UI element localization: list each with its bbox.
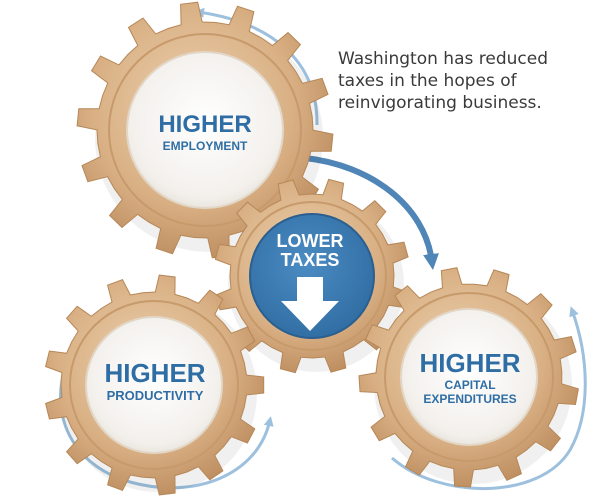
gear-taxes-title-line2: TAXES bbox=[280, 250, 340, 270]
gear-capital-rim bbox=[384, 292, 554, 462]
gear-employment-face bbox=[126, 51, 284, 209]
gear-capital-face bbox=[400, 308, 538, 446]
cycle-arrow-main bbox=[304, 155, 439, 270]
gear-capital-label: HIGHER CAPITAL EXPENDITURES bbox=[400, 350, 540, 405]
caption-line-2: taxes in the hopes of bbox=[338, 71, 517, 91]
caption-line-1: Washington has reduced bbox=[338, 49, 548, 69]
gear-capital-subtitle-line1: CAPITAL bbox=[444, 378, 496, 392]
cycle-arrow-bottom-right bbox=[391, 306, 587, 491]
gear-productivity bbox=[45, 274, 265, 496]
gear-taxes-label: LOWER TAXES bbox=[255, 232, 365, 333]
gear-productivity-subtitle: PRODUCTIVITY bbox=[106, 388, 204, 403]
gear-productivity-label: HIGHER PRODUCTIVITY bbox=[85, 360, 225, 402]
cycle-arrow-bottom-left bbox=[59, 371, 274, 490]
gear-employment bbox=[76, 1, 334, 259]
gear-productivity-face bbox=[85, 316, 223, 454]
gear-taxes-face bbox=[249, 213, 375, 339]
down-arrow-icon bbox=[281, 277, 339, 331]
gear-employment-rim bbox=[108, 33, 302, 227]
gear-employment-title: HIGHER bbox=[158, 111, 252, 138]
gear-capital-subtitle-line2: EXPENDITURES bbox=[423, 392, 517, 406]
gear-employment-subtitle: EMPLOYMENT bbox=[162, 139, 248, 153]
gear-taxes-rim bbox=[237, 201, 387, 351]
caption-text: Washington has reduced taxes in the hope… bbox=[338, 48, 588, 114]
caption-line-3: reinvigorating business. bbox=[338, 93, 542, 113]
gear-productivity-rim bbox=[69, 300, 239, 470]
gear-capital bbox=[358, 267, 579, 488]
gear-taxes-title-line1: LOWER bbox=[276, 231, 344, 251]
gear-productivity-title: HIGHER bbox=[104, 358, 206, 388]
gear-employment-label: HIGHER EMPLOYMENT bbox=[135, 111, 275, 153]
gear-capital-title: HIGHER bbox=[419, 348, 521, 378]
